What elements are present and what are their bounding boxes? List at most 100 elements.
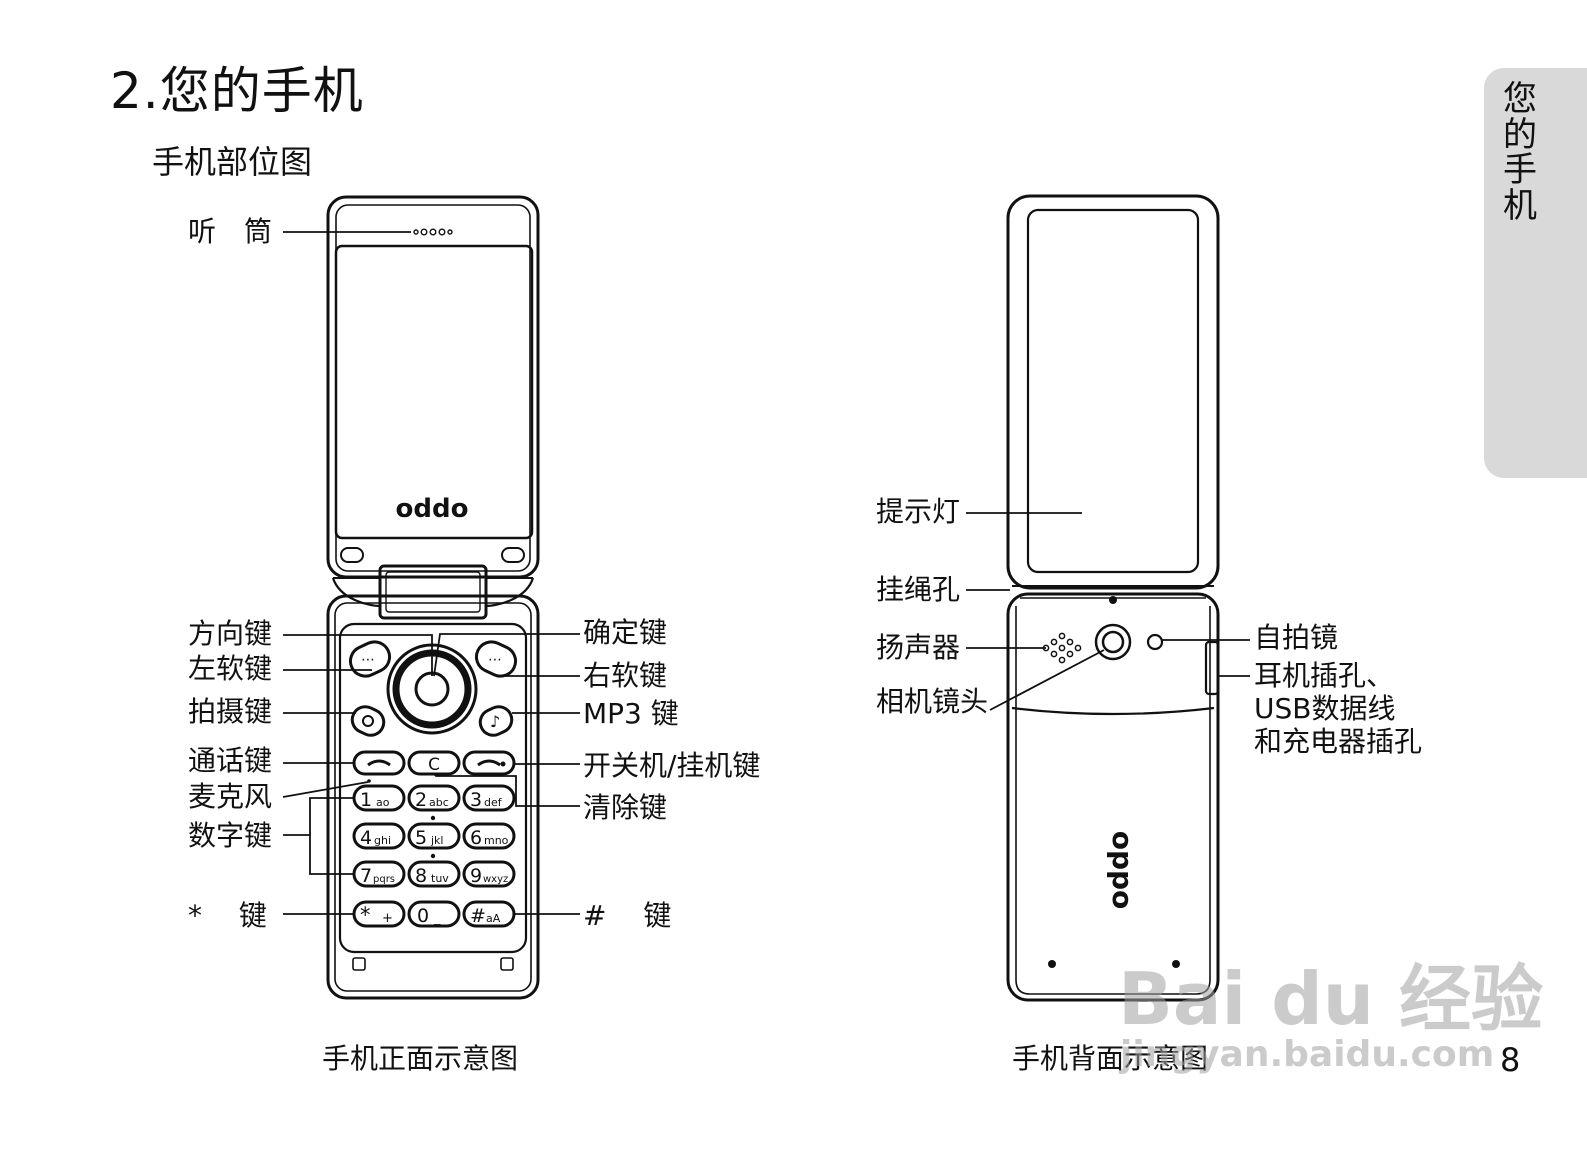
flip-right-foot <box>501 547 525 563</box>
back-lower-shell <box>1006 592 1220 1002</box>
label-nav-key: 方向键 <box>188 617 273 650</box>
label-mp3-key: MP3 键 <box>583 697 679 730</box>
key-1: 1 <box>360 789 372 811</box>
front-lower-inner <box>334 602 532 992</box>
key-5: 5 <box>415 827 427 849</box>
side-port <box>1204 640 1220 696</box>
label-left-soft-key: 左软键 <box>188 652 273 685</box>
bottom-left-square <box>352 957 366 971</box>
label-port-line2: USB数据线 <box>1254 692 1396 725</box>
key-9: 9 <box>470 865 482 887</box>
key-6-sub: mno <box>484 834 509 847</box>
front-key-labels: C 1 ao 2 abc 3 def 4 ghi 5 jkl 6 mno 7 p… <box>360 496 509 927</box>
front-upper-shell <box>326 195 540 579</box>
back-dots: oppo <box>1042 596 1180 968</box>
music-note-icon: ♪ <box>490 712 500 731</box>
key-4-sub: ghi <box>374 834 391 847</box>
page-title: 2.您的手机 <box>110 62 364 120</box>
watermark-logo: Bai du 经验 <box>1118 957 1544 1041</box>
front-leader-lines <box>282 231 580 915</box>
label-right-soft-key: 右软键 <box>583 659 668 692</box>
key-7-sub: pqrs <box>373 874 395 885</box>
call-key <box>352 750 406 776</box>
call-handset-icon <box>367 759 391 767</box>
label-star-key: * 键 <box>188 899 267 932</box>
end-handset-icon <box>477 759 501 767</box>
camera-lens-outer <box>1094 623 1132 661</box>
left-soft-key <box>348 640 392 678</box>
key-star: * <box>360 903 371 927</box>
watermark-url: jingyan.baidu.com <box>1120 1034 1495 1075</box>
back-brand-logo: oppo <box>1106 831 1139 910</box>
label-earpiece: 听 筒 <box>188 215 273 248</box>
key-star-sub: + <box>382 911 393 926</box>
keypad-area <box>338 622 528 954</box>
end-key <box>462 750 516 776</box>
flip-left-foot <box>340 547 364 563</box>
label-microphone: 麦克风 <box>188 780 273 813</box>
key-1-sub: ao <box>376 796 390 809</box>
earpiece-grille <box>413 228 453 236</box>
side-tab-text: 您的手机 <box>1503 79 1537 227</box>
right-soft-key <box>474 640 518 678</box>
side-tab <box>1484 68 1587 478</box>
key-6: 6 <box>470 827 482 849</box>
hinge <box>378 564 488 620</box>
label-port-line1: 耳机插孔、 <box>1254 659 1395 692</box>
label-strap-hole: 挂绳孔 <box>876 573 961 606</box>
key-9-sub: wxyz <box>483 874 508 885</box>
label-hash-key: # 键 <box>583 899 672 932</box>
label-call-key: 通话键 <box>188 744 273 777</box>
mp3-key <box>478 705 514 737</box>
front-brand-logo: oppo <box>396 496 469 526</box>
speaker-grille <box>1042 632 1082 664</box>
key-hash-sub: aA <box>486 912 501 925</box>
camera-lens-inner <box>1101 630 1125 654</box>
key-7: 7 <box>360 865 372 887</box>
hinge-inner <box>385 571 481 613</box>
left-soft-dots-icon: ⋯ <box>361 652 375 668</box>
section-subtitle: 手机部位图 <box>152 143 313 181</box>
label-ok-key: 确定键 <box>583 616 668 649</box>
key-8-sub: tuv <box>431 872 449 885</box>
key-3-sub: def <box>484 796 503 809</box>
bottom-right-square <box>500 957 514 971</box>
back-upper-panel <box>1026 208 1200 574</box>
mic-hole <box>367 779 371 783</box>
front-lower-shell <box>326 594 540 1000</box>
label-number-keys: 数字键 <box>188 819 273 852</box>
back-upper-shell <box>1006 194 1220 590</box>
key-2: 2 <box>415 789 427 811</box>
ok-button <box>414 671 450 707</box>
key-hash: # <box>470 905 486 927</box>
label-indicator: 提示灯 <box>876 495 961 528</box>
selfie-mirror <box>1146 633 1164 651</box>
camera-icon <box>362 715 374 727</box>
label-selfie-mirror: 自拍镜 <box>1254 621 1339 654</box>
back-caption: 手机背面示意图 <box>1012 1042 1209 1075</box>
key-2-sub: abc <box>429 796 449 809</box>
camera-key <box>350 705 386 737</box>
label-camera-key: 拍摄键 <box>188 695 273 728</box>
front-key-icons: ⋯ ⋯ ♪ <box>361 652 506 859</box>
key-3: 3 <box>470 789 482 811</box>
label-camera-lens: 相机镜头 <box>876 685 989 718</box>
front-caption: 手机正面示意图 <box>322 1042 519 1075</box>
page-number: 8 <box>1500 1041 1521 1079</box>
key-0-sub: _ <box>433 911 441 926</box>
back-phone <box>1006 194 1220 1002</box>
key-5-sub: jkl <box>430 834 443 847</box>
label-speaker: 扬声器 <box>876 631 961 664</box>
strap-hole-dot <box>1109 596 1117 604</box>
key-clear: C <box>428 755 440 775</box>
camera-band-line <box>1011 706 1215 716</box>
right-soft-dots-icon: ⋯ <box>488 652 502 668</box>
front-screen <box>334 244 534 540</box>
key-4: 4 <box>360 827 372 849</box>
back-leader-lines <box>966 512 1250 711</box>
label-power-key: 开关机/挂机键 <box>583 749 761 782</box>
label-port-line3: 和充电器插孔 <box>1254 725 1423 758</box>
key-8: 8 <box>415 865 427 887</box>
label-clear-key: 清除键 <box>583 791 668 824</box>
